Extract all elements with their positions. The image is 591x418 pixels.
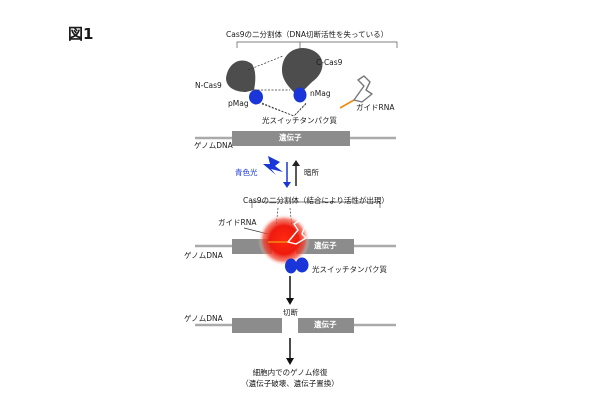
guide-rna-label-2: ガイドRNA xyxy=(218,218,257,227)
n-cas9-shape xyxy=(226,60,256,92)
guide-rna-hairpin-2 xyxy=(287,219,307,245)
repair-line-2: （遺伝子破壊、遺伝子置換） xyxy=(241,379,339,388)
arrow-to-cut-head xyxy=(286,298,294,305)
figure-label: 図1 xyxy=(68,25,94,43)
c-cas9-shape xyxy=(282,48,323,96)
photoswitch-label: 光スイッチタンパク質 xyxy=(262,116,337,125)
photoswitch-pointer xyxy=(261,103,307,117)
pmag-label: pMag xyxy=(228,99,249,108)
down-arrow-head xyxy=(283,182,291,188)
guide-rna-label: ガイドRNA xyxy=(356,103,395,112)
split-cas9-active-label: Cas9の二分割体（結合により活性が出現） xyxy=(243,196,389,205)
genome-dna-label-2: ゲノムDNA xyxy=(184,251,223,260)
split-cas9-label: Cas9の二分割体（DNA切断活性を失っている） xyxy=(226,30,389,39)
nmag-label: nMag xyxy=(310,89,331,98)
gene-label-2: 遺伝子 xyxy=(314,241,337,250)
gene-label-1: 遺伝子 xyxy=(279,133,302,142)
gene-box-3-left xyxy=(232,318,282,333)
repair-line-1: 細胞内でのゲノム修復 xyxy=(252,368,328,377)
photoswitch-left-shape xyxy=(285,258,297,274)
guide-rna-hairpin xyxy=(353,75,373,103)
photoswitch-right-shape xyxy=(295,257,309,273)
split-label-bracket-2 xyxy=(251,201,381,208)
split-label-bracket xyxy=(236,41,398,48)
blue-light-label: 青色光 xyxy=(235,168,258,177)
arrow-to-repair-head xyxy=(286,358,294,365)
dark-label: 暗所 xyxy=(304,168,319,177)
pmag-shape xyxy=(249,89,263,105)
cut-label: 切断 xyxy=(283,308,298,317)
n-cas9-label: N-Cas9 xyxy=(195,81,222,90)
gene-box-3-right xyxy=(298,318,354,333)
photoswitch-label-2: 光スイッチタンパク質 xyxy=(312,265,387,274)
genome-dna-label-1: ゲノムDNA xyxy=(194,141,233,150)
gene-box-2-right xyxy=(296,239,354,254)
lightning-bolt-icon xyxy=(263,156,283,175)
genome-dna-label-3: ゲノムDNA xyxy=(184,314,223,323)
gene-label-3: 遺伝子 xyxy=(314,320,337,329)
nmag-shape xyxy=(293,87,307,103)
link-dashed xyxy=(247,55,307,117)
guide-rna-shape xyxy=(339,99,355,109)
cas9-active-glow xyxy=(258,214,310,266)
gene-box-1 xyxy=(232,131,350,146)
up-arrow-head xyxy=(292,160,300,166)
c-cas9-label: C-Cas9 xyxy=(316,58,343,67)
